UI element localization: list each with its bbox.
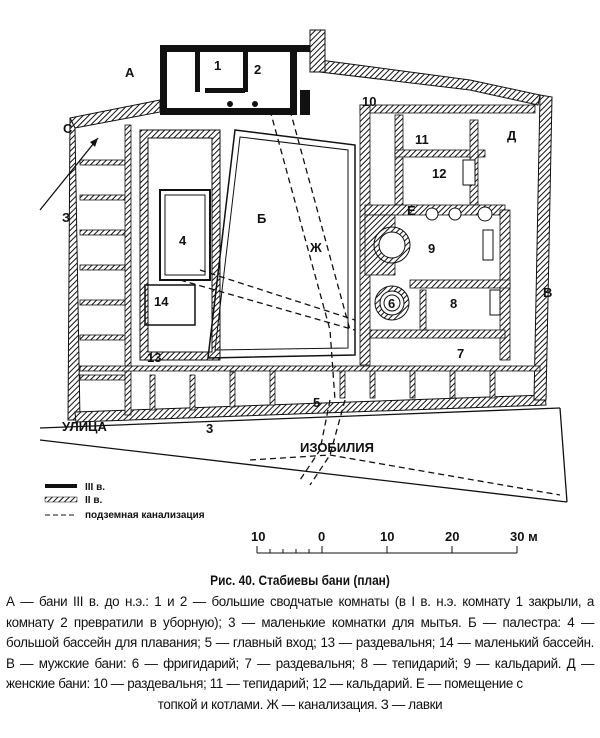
outer-walls <box>67 29 553 423</box>
caption-text: А — бани III в. до н.э.: 1 и 2 — большие… <box>6 594 594 691</box>
label-2: 2 <box>254 62 261 77</box>
legend: III в. II в. подземная канализация <box>44 482 205 521</box>
caption-title: Рис. 40. Стабиевы бани (план) <box>210 572 390 588</box>
scale-tick: 0 <box>318 529 325 544</box>
label-9: 9 <box>428 241 435 256</box>
legend-label-2: II в. <box>85 495 102 506</box>
label-Z: З <box>62 210 70 225</box>
label-3: 3 <box>206 421 213 436</box>
scale-tick: 10 <box>380 529 394 544</box>
palaestra <box>139 129 356 361</box>
caption-last-line: топкой и котлами. Ж — канализация. З — л… <box>157 696 443 712</box>
bath-plan: А С З 1 2 10 11 12 Д Е 9 6 8 В 7 4 Б Ж 1… <box>39 29 568 554</box>
bath-fixtures <box>373 159 501 321</box>
caption-body: А — бани III в. до н.э.: 1 и 2 — большие… <box>0 592 600 715</box>
label-5: 5 <box>313 395 320 410</box>
street-name-1: УЛИЦА <box>62 419 108 434</box>
sewer-lines <box>179 109 561 496</box>
street-name-2: ИЗОБИЛИЯ <box>300 440 374 455</box>
scale-bar: 10 0 10 20 30 м <box>251 529 538 554</box>
north-arrow-icon <box>39 137 99 211</box>
label-7: 7 <box>457 346 464 361</box>
label-14: 14 <box>154 294 169 309</box>
label-13: 13 <box>147 350 161 365</box>
label-north: С <box>63 121 73 136</box>
shops <box>79 124 541 416</box>
scale-tick: 10 <box>251 529 265 544</box>
legend-label-1: III в. <box>85 482 105 493</box>
label-11: 11 <box>415 132 429 147</box>
street <box>39 407 568 503</box>
label-4: 4 <box>179 233 187 248</box>
plan-labels: А С З 1 2 10 11 12 Д Е 9 6 8 В 7 4 Б Ж 1… <box>62 58 552 455</box>
label-1: 1 <box>214 58 221 73</box>
third-century-block <box>160 45 310 115</box>
legend-label-3: подземная канализация <box>85 510 205 521</box>
label-12: 12 <box>432 166 446 181</box>
legend-swatch-solid <box>45 484 77 488</box>
scale-tick: 20 <box>445 529 459 544</box>
label-E: Е <box>407 203 416 218</box>
scale-tick: 30 м <box>510 529 538 544</box>
label-10: 10 <box>362 94 376 109</box>
label-6: 6 <box>388 296 395 311</box>
label-D: Д <box>507 128 517 143</box>
label-A: А <box>125 65 135 80</box>
label-Zh: Ж <box>309 240 322 255</box>
label-8: 8 <box>450 296 457 311</box>
figure-caption: Рис. 40. Стабиевы бани (план) А — бани I… <box>0 572 600 715</box>
legend-swatch-hatched <box>44 496 78 503</box>
label-B: Б <box>257 211 266 226</box>
label-V: В <box>543 285 552 300</box>
